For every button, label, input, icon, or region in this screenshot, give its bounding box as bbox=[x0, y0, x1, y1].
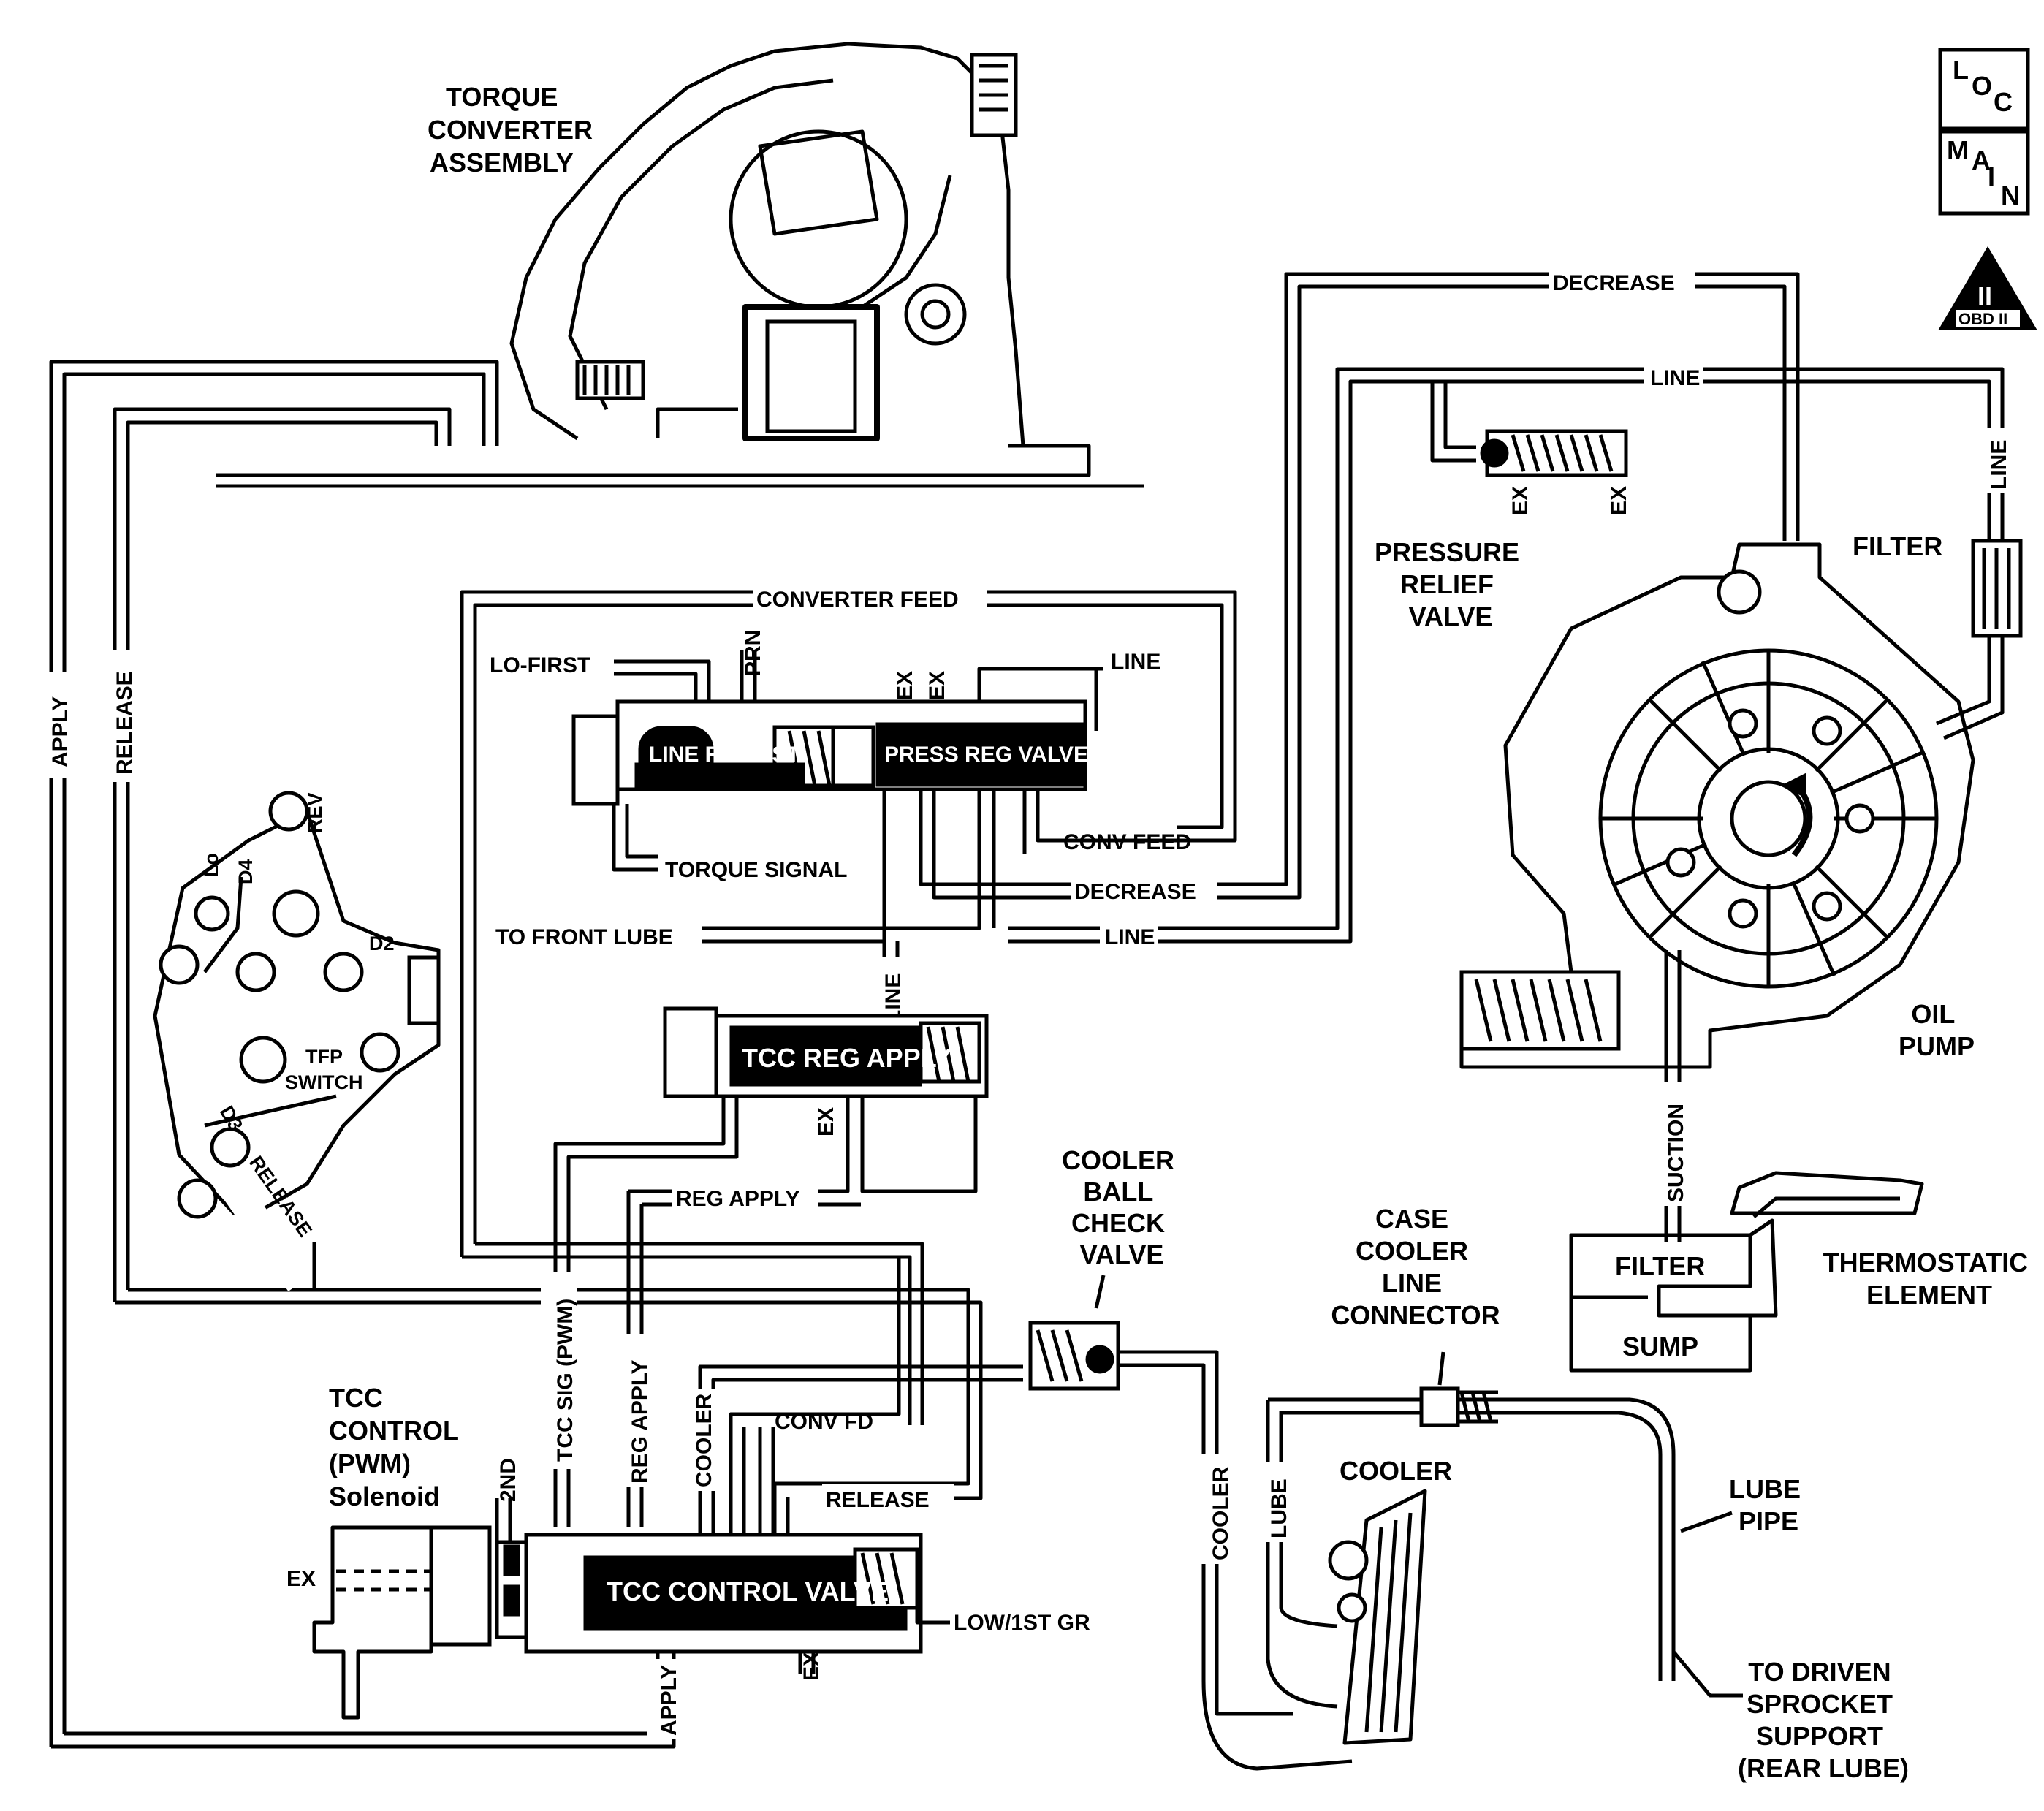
main-badge-letter-1: M bbox=[1947, 135, 1969, 165]
apply-passage-bottom bbox=[64, 1681, 664, 1736]
tfp-lo-label: Lo bbox=[200, 853, 222, 877]
pump-filter bbox=[1971, 539, 2023, 638]
line-mid-label: LINE bbox=[1105, 925, 1155, 949]
reg-apply-vert-label: REG APPLY bbox=[628, 1360, 652, 1484]
main-badge-letter-4: N bbox=[2001, 181, 2020, 210]
apply-left-label: APPLY bbox=[48, 696, 72, 767]
oil-pump-label: OIL PUMP bbox=[1899, 999, 1975, 1061]
loc-badge[interactable]: L O C bbox=[1938, 48, 2030, 131]
tcc-reg-apply-valve bbox=[663, 1006, 989, 1098]
tfp-d4-label: D4 bbox=[235, 859, 257, 884]
pressure-relief-valve bbox=[1480, 429, 1628, 477]
main-badge-letter-2: A bbox=[1972, 145, 1991, 175]
sump-filter bbox=[1569, 1233, 1752, 1373]
press-reg-valve-label: PRESS REG VALVE bbox=[884, 743, 1088, 767]
tcc-control-valve bbox=[524, 1533, 923, 1654]
ex1-label: EX bbox=[893, 671, 917, 700]
line-press-reg-label: LINE bbox=[1111, 650, 1160, 674]
tcc-solenoid-label: TCC CONTROL (PWM) Solenoid bbox=[329, 1383, 466, 1511]
sump-filter-label: FILTER bbox=[1615, 1251, 1705, 1281]
apply-bottom-label: APPLY bbox=[657, 1665, 681, 1736]
thermostatic-element bbox=[1730, 1171, 1924, 1318]
torque-converter-drawing bbox=[216, 42, 1144, 488]
tcc-control-solenoid bbox=[312, 1525, 528, 1720]
loc-badge-letter-1: L bbox=[1953, 55, 1969, 85]
relief-ex1-label: EX bbox=[1508, 486, 1532, 515]
obd-label: OBD II bbox=[1958, 310, 2007, 328]
cooler bbox=[1328, 1489, 1427, 1745]
tcc-sig-label: TCC SIG (PWM) bbox=[553, 1299, 577, 1462]
tcc-reg-apply-label: TCC REG APPLY bbox=[742, 1043, 951, 1073]
oil-pump bbox=[1459, 542, 1975, 1069]
driven-sprocket-label: TO DRIVEN SPROCKET SUPPORT (REAR LUBE) bbox=[1738, 1657, 1909, 1783]
lo-first-label: LO-FIRST bbox=[490, 653, 590, 677]
lo-first-passage bbox=[614, 659, 711, 702]
converter-feed-passage bbox=[460, 590, 1237, 1257]
suction-label: SUCTION bbox=[1664, 1104, 1688, 1202]
prn-label: PRN bbox=[741, 630, 765, 676]
release-passage bbox=[113, 407, 452, 1302]
torque-signal-label: TORQUE SIGNAL bbox=[665, 858, 847, 882]
release-left-label: RELEASE bbox=[113, 671, 137, 775]
conv-fd-label: CONV FD bbox=[775, 1410, 873, 1434]
tfp-d2-label: D2 bbox=[369, 933, 395, 954]
sump-label: SUMP bbox=[1622, 1332, 1698, 1362]
ex-tcc-reg-label: EX bbox=[814, 1107, 838, 1136]
tfp-switch bbox=[153, 791, 441, 1219]
obd-roman-numeral: II bbox=[1977, 281, 1992, 311]
tfp-rev-label: REV bbox=[304, 792, 326, 833]
main-badge[interactable]: M A I N bbox=[1938, 129, 2030, 216]
conv-feed-label: CONV FEED bbox=[1063, 830, 1191, 854]
release-tcc-label: RELEASE bbox=[826, 1488, 930, 1512]
ex2-label: EX bbox=[925, 671, 949, 700]
lube-pipe-label: LUBE PIPE bbox=[1729, 1474, 1808, 1536]
decrease-top-label: DECREASE bbox=[1553, 271, 1675, 295]
tfp-switch-label: TFP SWITCH bbox=[285, 1046, 362, 1093]
thermostatic-element-label: THERMOSTATIC ELEMENT bbox=[1823, 1248, 2036, 1310]
cooler-label: COOLER bbox=[1340, 1456, 1452, 1486]
cooler-line-label: COOLER bbox=[1209, 1466, 1233, 1560]
to-front-lube-label: TO FRONT LUBE bbox=[495, 925, 673, 949]
relief-ex2-label: EX bbox=[1607, 486, 1631, 515]
decrease-mid-label: DECREASE bbox=[1074, 880, 1196, 904]
case-cooler-connector-label: CASE COOLER LINE CONNECTOR bbox=[1331, 1204, 1500, 1330]
line-vertical-label: LINE bbox=[1987, 440, 2011, 490]
main-badge-letter-3: I bbox=[1988, 162, 1995, 191]
lube-label: LUBE bbox=[1267, 1478, 1291, 1538]
line-top-label: LINE bbox=[1650, 366, 1700, 390]
reg-apply-label: REG APPLY bbox=[676, 1187, 800, 1211]
second-gear-label: 2ND bbox=[496, 1458, 520, 1502]
tfp-d3-label: D3 bbox=[216, 1102, 247, 1135]
cooler-ball-check-label: COOLER BALL CHECK VALVE bbox=[1062, 1145, 1182, 1269]
press-reg-valve-body bbox=[571, 699, 1087, 806]
loc-badge-letter-2: O bbox=[1972, 71, 1992, 101]
cooler-vert-label: COOLER bbox=[692, 1393, 716, 1487]
case-cooler-line-connector bbox=[1419, 1386, 1498, 1427]
apply-passage bbox=[49, 360, 499, 1747]
tcc-control-valve-label: TCC CONTROL VALVE bbox=[607, 1576, 889, 1606]
line-rev-bst-label: LINE REV BST bbox=[649, 743, 800, 767]
solenoid-ex-label: EX bbox=[286, 1567, 316, 1591]
obd-ii-badge[interactable]: II OBD II bbox=[1938, 246, 2037, 330]
apply-passage-inner bbox=[62, 372, 486, 1734]
decrease-top-passage bbox=[1209, 272, 1800, 886]
loc-badge-letter-3: C bbox=[1994, 87, 2013, 117]
torque-converter-label: TORQUE CONVERTER ASSEMBLY bbox=[428, 82, 600, 178]
cooler-ball-check-valve bbox=[1028, 1321, 1120, 1391]
ex-tcc-label: EX bbox=[799, 1652, 824, 1681]
converter-feed-label: CONVERTER FEED bbox=[756, 588, 959, 612]
low-1st-label: LOW/1ST GR bbox=[954, 1611, 1090, 1635]
pump-filter-label: FILTER bbox=[1853, 531, 1942, 561]
pressure-relief-valve-label: PRESSURE RELIEF VALVE bbox=[1375, 537, 1527, 631]
